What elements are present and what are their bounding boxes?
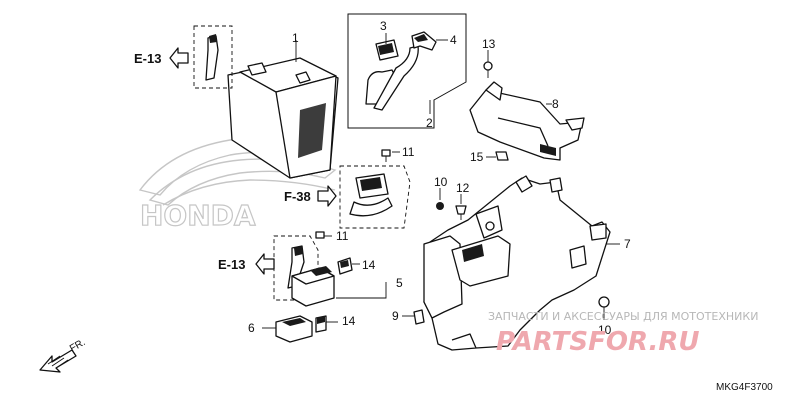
reference-arrow-f38 (317, 185, 337, 207)
cable-set-box (347, 13, 467, 129)
fuse-cover-part-6 (262, 315, 313, 343)
ref-label-f38: F-38 (284, 189, 311, 204)
callout-11-bottom: 11 (336, 229, 349, 243)
callout-14-top: 14 (362, 258, 376, 272)
callout-6: 6 (248, 321, 255, 335)
callout-13: 13 (482, 37, 496, 51)
honda-logo-text: HONDA (140, 199, 256, 232)
battery-part (227, 40, 339, 179)
ref-label-e13-bottom: E-13 (218, 257, 245, 272)
front-direction-arrow (39, 349, 77, 373)
screw-11-top (381, 149, 400, 162)
callout-11-top: 11 (402, 145, 415, 159)
callout-4: 4 (450, 33, 457, 47)
callout-9: 9 (392, 309, 399, 323)
callout-14-bottom: 14 (342, 314, 356, 328)
clip-9 (402, 309, 425, 325)
callout-12: 12 (456, 181, 470, 195)
callout-5: 5 (396, 276, 403, 290)
callout-1: 1 (292, 31, 299, 45)
clip-15 (486, 151, 509, 161)
callout-2: 2 (426, 116, 433, 130)
bolt-12 (455, 194, 467, 220)
shop-brand-watermark: PARTSFOR.RU (496, 327, 699, 357)
honda-wing-watermark: HONDA (138, 136, 337, 233)
diagram-code: MKG4F3700 (716, 382, 773, 393)
ref-label-e13-top: E-13 (134, 51, 161, 66)
callout-15: 15 (470, 150, 484, 164)
bolt-10-right (598, 296, 610, 320)
callout-3: 3 (380, 19, 387, 33)
battery-tray-part (469, 81, 585, 161)
callout-7: 7 (624, 237, 631, 251)
reference-arrow-e13-bottom (255, 253, 275, 275)
callout-8: 8 (552, 97, 559, 111)
front-direction-label: FR. (68, 337, 87, 355)
reference-arrow-e13-top (169, 47, 189, 69)
callout-10-right: 10 (598, 323, 612, 337)
fuse-box-part (291, 257, 387, 333)
connector-group-f38 (339, 165, 411, 229)
bolt-10-left (436, 188, 444, 210)
terminal-cable-group-top (193, 25, 233, 89)
callout-10-left: 10 (434, 175, 448, 189)
shop-caption-watermark: ЗАПЧАСТИ И АКСЕССУАРЫ ДЛЯ МОТОТЕХНИКИ (488, 310, 758, 323)
battery-cover-part (423, 175, 620, 351)
screw-11-bottom (315, 231, 332, 239)
bolt-13 (483, 50, 493, 78)
